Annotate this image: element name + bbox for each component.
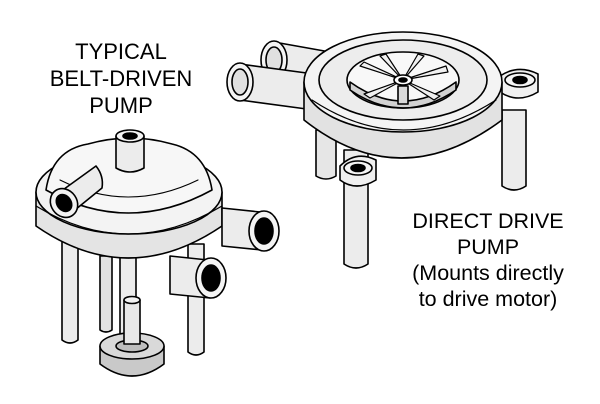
direct-label-line-2: PUMP <box>456 235 520 259</box>
direct-label-line-4: to drive motor) <box>418 287 558 311</box>
belt-pump-right-port-upper <box>221 207 280 252</box>
belt-label-line-3: PUMP <box>89 93 153 118</box>
direct-pump-impeller <box>346 51 460 109</box>
belt-driven-pump <box>35 129 280 377</box>
belt-label-line-2: BELT-DRIVEN <box>49 66 193 91</box>
belt-pump-housing <box>35 137 223 259</box>
direct-drive-pump <box>226 31 539 269</box>
belt-pump-top-port <box>115 129 145 173</box>
direct-label-line-1: DIRECT DRIVE <box>412 209 564 233</box>
belt-driven-pump-label: TYPICAL BELT-DRIVEN PUMP <box>36 38 206 119</box>
direct-pump-body <box>303 31 503 159</box>
belt-pump-left-port <box>49 165 104 219</box>
belt-label-line-1: TYPICAL <box>75 39 167 64</box>
direct-pump-mount-ear-left <box>339 155 377 187</box>
direct-label-line-3: (Mounts directly <box>412 261 564 285</box>
direct-pump-mount-ear-right <box>499 68 539 99</box>
direct-drive-pump-label: DIRECT DRIVE PUMP (Mounts directly to dr… <box>390 208 586 312</box>
belt-pump-right-port-lower <box>169 255 227 299</box>
direct-pump-port-lower <box>226 62 315 111</box>
belt-pump-pulley <box>99 295 165 377</box>
